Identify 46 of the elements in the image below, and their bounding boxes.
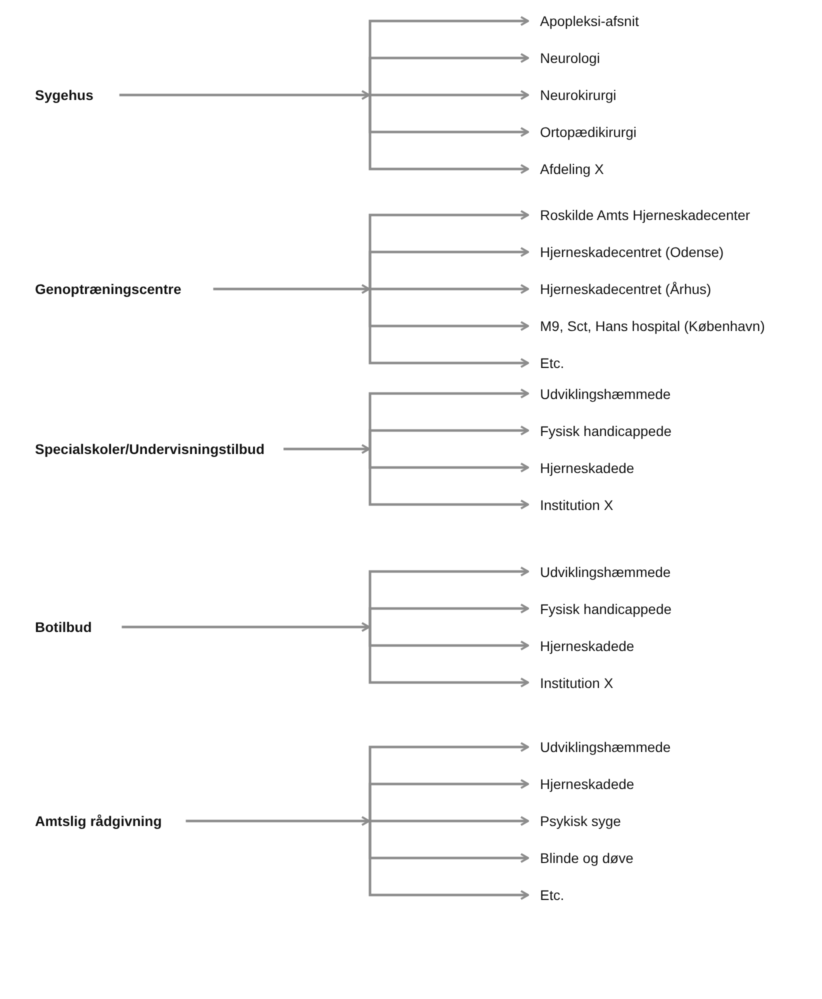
item-label: Hjerneskadede — [540, 775, 634, 793]
item-label: Fysisk handicappede — [540, 422, 672, 440]
arrow — [119, 90, 370, 100]
branch-arrow — [368, 627, 529, 688]
branch-arrow — [368, 247, 529, 289]
item-label: Udviklingshæmmede — [540, 738, 671, 756]
item-label: Etc. — [540, 354, 564, 372]
item-label: Udviklingshæmmede — [540, 384, 671, 402]
branch-arrow — [368, 821, 529, 900]
item-label: M9, Sct, Hans hospital (København) — [540, 317, 765, 335]
item-label: Etc. — [540, 886, 564, 904]
arrow — [122, 622, 370, 632]
item-label: Udviklingshæmmede — [540, 562, 671, 580]
branch-arrow — [368, 95, 529, 174]
arrow — [186, 816, 370, 826]
item-label: Fysisk handicappede — [540, 600, 672, 618]
item-label: Neurokirurgi — [540, 86, 616, 104]
arrow — [213, 284, 370, 294]
category-label: Genoptræningscentre — [35, 280, 182, 298]
branch-arrow — [368, 779, 529, 821]
item-label: Ortopædikirurgi — [540, 123, 636, 141]
item-label: Institution X — [540, 496, 614, 514]
item-label: Neurologi — [540, 49, 600, 67]
branch-arrow — [368, 90, 529, 100]
item-label: Roskilde Amts Hjerneskadecenter — [540, 206, 750, 224]
category-label: Specialskoler/Undervisningstilbud — [35, 440, 265, 458]
branch-arrow — [368, 604, 529, 627]
branch-arrow — [368, 53, 529, 95]
item-label: Blinde og døve — [540, 849, 634, 867]
category-label: Botilbud — [35, 618, 92, 636]
item-label: Hjerneskadede — [540, 636, 634, 654]
branch-arrow — [368, 449, 529, 510]
branch-arrow — [368, 289, 529, 368]
item-label: Institution X — [540, 674, 614, 692]
item-label: Hjerneskadecentret (Århus) — [540, 280, 712, 298]
category-label: Amtslig rådgivning — [35, 812, 162, 830]
item-label: Hjerneskadede — [540, 458, 634, 476]
item-label: Psykisk syge — [540, 812, 621, 830]
item-label: Afdeling X — [540, 160, 604, 178]
branch-arrow — [368, 284, 529, 294]
item-label: Apopleksi-afsnit — [540, 12, 639, 30]
category-label: Sygehus — [35, 86, 94, 104]
arrow — [284, 444, 370, 454]
branch-arrow — [368, 816, 529, 826]
item-label: Hjerneskadecentret (Odense) — [540, 243, 724, 261]
branch-arrow — [368, 426, 529, 449]
